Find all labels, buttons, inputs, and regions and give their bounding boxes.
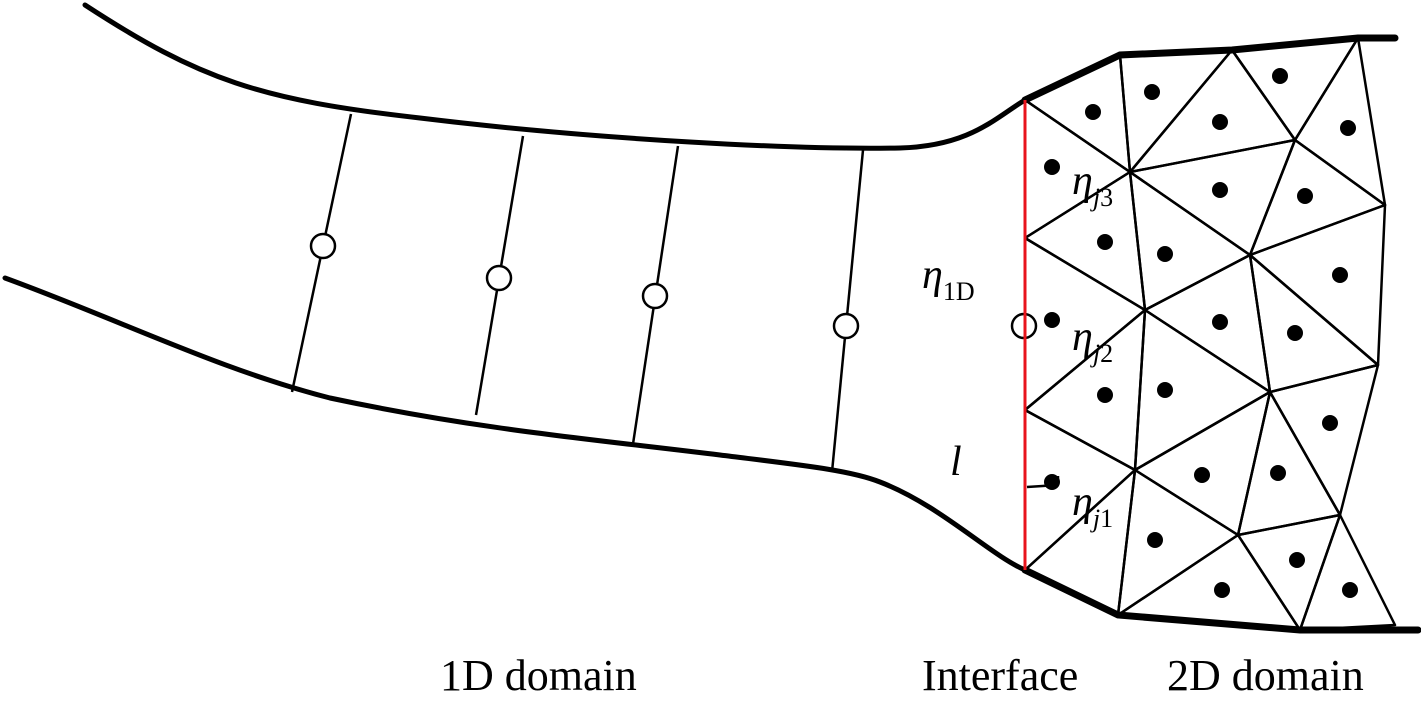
eta-1d-label: η1D <box>922 252 975 306</box>
node-1d <box>485 264 513 292</box>
upper-bank-2d <box>1021 34 1399 104</box>
lower-bank-1d <box>2 275 1028 573</box>
cross-section <box>830 149 865 473</box>
node-1d <box>641 282 669 310</box>
eta-j2-label: ηj2 <box>1072 314 1113 368</box>
node-1d <box>832 312 860 340</box>
caption-interface: Interface <box>922 651 1078 700</box>
caption-2d-domain: 2D domain <box>1167 651 1364 700</box>
lower-bank-2d <box>1021 566 1421 634</box>
node-1d <box>309 232 337 260</box>
upper-bank-1d <box>82 2 1028 151</box>
eta-j3-label: ηj3 <box>1072 158 1113 212</box>
eta-j1-label: ηj1 <box>1072 479 1113 533</box>
caption-1d-domain: 1D domain <box>440 651 637 700</box>
length-label: l <box>950 439 962 485</box>
length-tick <box>1026 483 1059 489</box>
cross-sections-1d <box>290 113 865 473</box>
